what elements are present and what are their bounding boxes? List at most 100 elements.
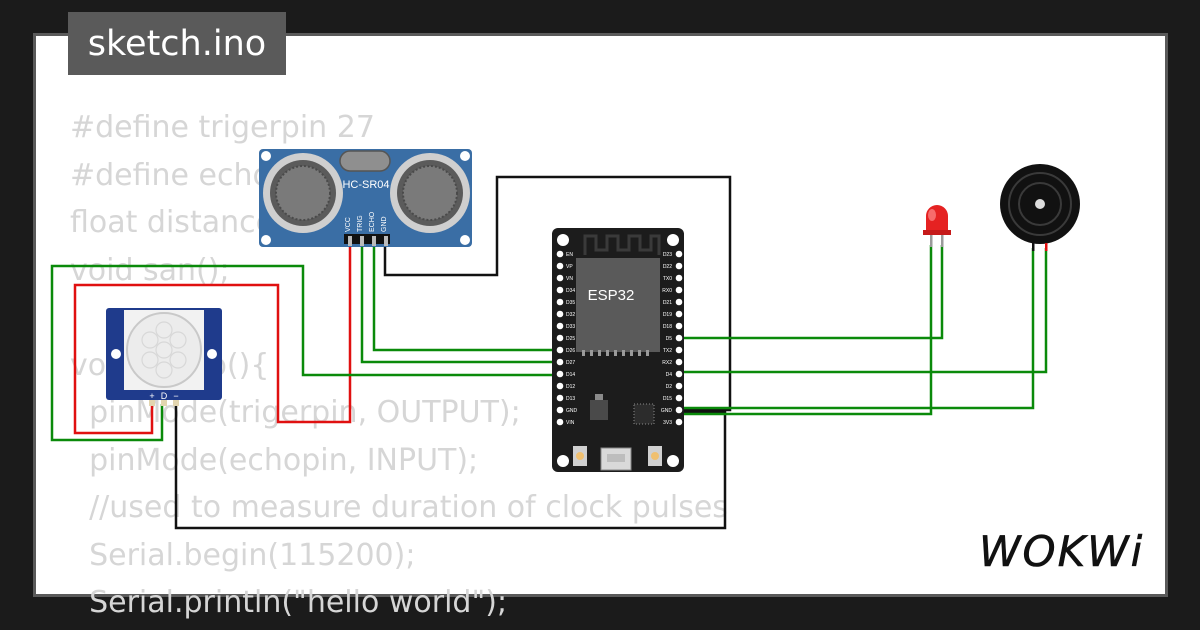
wire-buzzer-2 xyxy=(680,248,1048,374)
pin-hole-left-d33[interactable] xyxy=(556,322,564,330)
pin-label-vcc: VCC xyxy=(345,217,352,232)
pin-hole-left-d13[interactable] xyxy=(556,394,564,402)
pin-label-right-d22: D22 xyxy=(663,264,672,270)
pin-label-left-d34: D34 xyxy=(566,288,575,294)
pin-label-left-vn: VN xyxy=(566,276,573,282)
pin-hole-left-d32[interactable] xyxy=(556,310,564,318)
pin-hole-right-d15[interactable] xyxy=(675,394,683,402)
pin-label-echo: ECHO xyxy=(369,211,376,232)
pin-label-left-d26: D26 xyxy=(566,348,575,354)
red-led[interactable] xyxy=(923,205,951,247)
pin-hole-right-d4[interactable] xyxy=(675,370,683,378)
pin-hole-left-en[interactable] xyxy=(556,250,564,258)
pin-label-right-d2: D2 xyxy=(666,384,673,390)
pin-hole-left-d14[interactable] xyxy=(556,370,564,378)
wire-led-cathode xyxy=(680,245,933,416)
pin-hole-right-tx0[interactable] xyxy=(675,274,683,282)
pin-hole-left-d12[interactable] xyxy=(556,382,564,390)
pin-hole-right-d18[interactable] xyxy=(675,322,683,330)
pin-label-left-d27: D27 xyxy=(566,360,575,366)
pin-label-right-3v3: 3V3 xyxy=(663,420,672,426)
pin-label-right-rx2: RX2 xyxy=(662,360,672,366)
pin-hole-right-d5[interactable] xyxy=(675,334,683,342)
wire-sr04-echo xyxy=(372,245,560,352)
pin-hole-right-tx2[interactable] xyxy=(675,346,683,354)
pir-lens-pattern xyxy=(141,321,187,379)
pin-hole-left-d26[interactable] xyxy=(556,346,564,354)
voltage-regulator xyxy=(590,400,608,420)
en-button[interactable] xyxy=(648,446,662,466)
pin-label-left-d33: D33 xyxy=(566,324,575,330)
pin-label-right-gnd: GND xyxy=(661,408,673,414)
esp32-label: ESP32 xyxy=(588,287,635,304)
pin-hole-right-d21[interactable] xyxy=(675,298,683,306)
wire-pir-signal xyxy=(50,264,560,442)
pin-label-left-d13: D13 xyxy=(566,396,575,402)
pin-label-right-tx2: TX2 xyxy=(663,348,672,354)
wire-sr04-gnd xyxy=(383,175,732,412)
pin-hole-left-gnd[interactable] xyxy=(556,406,564,414)
pin-hole-left-vin[interactable] xyxy=(556,418,564,426)
pin-label-right-d18: D18 xyxy=(663,324,672,330)
pin-hole-left-vp[interactable] xyxy=(556,262,564,270)
usb-chip xyxy=(633,403,655,425)
code-line: Serial.begin(115200); xyxy=(70,537,416,573)
pin-hole-right-rx0[interactable] xyxy=(675,286,683,294)
brand-text: WOKWi xyxy=(979,527,1144,576)
hc-sr04-sensor[interactable]: HC-SR04 VCC TRIG ECHO GND xyxy=(259,149,472,247)
code-line: void san(); xyxy=(70,252,230,288)
pin-label-left-d12: D12 xyxy=(566,384,575,390)
wire-buzzer-1 xyxy=(680,248,1035,410)
pin-hole-right-d22[interactable] xyxy=(675,262,683,270)
wire-led-anode xyxy=(680,245,944,340)
pin-label-gnd: GND xyxy=(381,216,388,232)
ultrasonic-transducer-right xyxy=(390,153,470,233)
pin-label-trig: TRIG xyxy=(357,215,364,232)
pir-pin-minus: − xyxy=(173,391,178,401)
esp32-pin-headers: ENVPVND34D35D32D33D25D26D27D14D12D13GNDV… xyxy=(556,250,683,426)
wires xyxy=(50,175,1048,530)
wire-sr04-trig xyxy=(360,245,560,364)
pin-label-right-d15: D15 xyxy=(663,396,672,402)
pin-label-left-gnd: GND xyxy=(566,408,578,414)
pir-pin-plus: + xyxy=(149,391,154,401)
pin-label-right-d19: D19 xyxy=(663,312,672,318)
pir-sensor[interactable]: + D − xyxy=(106,308,222,406)
pin-hole-right-rx2[interactable] xyxy=(675,358,683,366)
code-line: pinMode(trigerpin, OUTPUT); xyxy=(70,395,521,430)
pin-label-left-vp: VP xyxy=(566,264,573,270)
wokwi-logo: WOKWi xyxy=(975,522,1150,581)
pin-label-left-d25: D25 xyxy=(566,336,575,342)
pin-hole-right-d19[interactable] xyxy=(675,310,683,318)
pin-label-left-vin: VIN xyxy=(566,420,575,426)
esp32-board[interactable]: ESP32 ENVPVND34D35D32D33D25D26D27D14D12D… xyxy=(552,228,684,472)
pin-label-right-d23: D23 xyxy=(663,252,672,258)
pin-hole-left-d35[interactable] xyxy=(556,298,564,306)
pin-hole-right-d23[interactable] xyxy=(675,250,683,258)
pin-hole-left-d34[interactable] xyxy=(556,286,564,294)
code-line: pinMode(echopin, INPUT); xyxy=(70,442,479,478)
pin-label-left-en: EN xyxy=(566,252,573,258)
code-line: #define trigerpin 27 xyxy=(70,110,375,145)
pin-hole-left-d25[interactable] xyxy=(556,334,564,342)
pir-pin-d: D xyxy=(161,391,168,401)
ultrasonic-transducer-left xyxy=(263,153,343,233)
pin-hole-right-gnd[interactable] xyxy=(675,406,683,414)
pin-label-left-d32: D32 xyxy=(566,312,575,318)
pin-hole-left-d27[interactable] xyxy=(556,358,564,366)
pin-label-right-d4: D4 xyxy=(666,372,673,378)
pin-label-left-d35: D35 xyxy=(566,300,575,306)
file-title: sketch.ino xyxy=(68,12,286,75)
pin-hole-right-3v3[interactable] xyxy=(675,418,683,426)
pin-hole-left-vn[interactable] xyxy=(556,274,564,282)
wire-sr04-vcc xyxy=(73,245,352,435)
boot-button[interactable] xyxy=(573,446,587,466)
antenna-trace xyxy=(583,234,661,255)
code-line: Serial.println("hello world"); xyxy=(70,585,508,620)
pin-label-right-rx0: RX0 xyxy=(662,288,672,294)
pin-hole-right-d2[interactable] xyxy=(675,382,683,390)
wokwi-wordmark: WOKWi xyxy=(979,527,1144,577)
buzzer[interactable] xyxy=(1000,164,1080,251)
